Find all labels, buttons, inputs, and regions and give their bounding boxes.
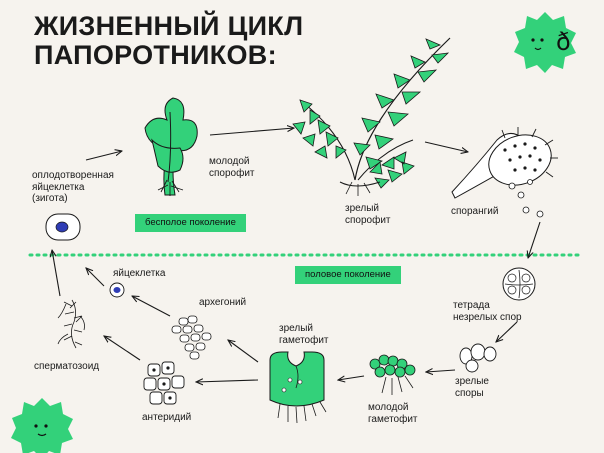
sperm-icon	[57, 299, 85, 349]
label-young-gametophyte: молодой гаметофит	[368, 402, 418, 425]
label-mature-spores: зрелые споры	[455, 376, 489, 399]
logo-badge-icon	[514, 12, 576, 73]
label-zygote: оплодотворенная яйцеклетка (зигота)	[32, 170, 114, 204]
cycle-arrows	[52, 128, 541, 382]
sexual-generation-badge: половое поколение	[295, 266, 401, 284]
mature-spores-icon	[459, 343, 497, 373]
title-line-2: ПАПОРОТНИКОВ:	[34, 40, 277, 70]
page-title: ЖИЗНЕННЫЙ ЦИКЛ ПАПОРОТНИКОВ:	[34, 12, 303, 70]
mature-gametophyte-icon	[269, 351, 327, 424]
label-sperm: сперматозоид	[34, 361, 100, 372]
label-archegonium: архегоний	[199, 297, 247, 308]
mascot-badge-icon	[11, 398, 73, 453]
logo-glyph: ð	[556, 28, 571, 56]
asexual-generation-badge: бесполое поколение	[135, 214, 246, 232]
tetrad-icon	[502, 267, 536, 301]
label-sporangium: спорангий	[451, 206, 499, 217]
label-mature-sporophyte: зрелый спорофит	[345, 203, 391, 226]
label-tetrad: тетрада незрелых спор	[453, 300, 522, 323]
antheridium-icon	[143, 361, 185, 405]
archegonium-icon	[171, 315, 212, 360]
label-antheridium: антеридий	[142, 412, 192, 423]
label-young-sporophyte: молодой спорофит	[209, 156, 255, 179]
zygote-icon	[45, 213, 81, 241]
young-sporophyte-icon	[144, 97, 198, 196]
egg-cell-icon	[109, 282, 125, 298]
young-gametophyte-icon	[369, 354, 416, 395]
title-line-1: ЖИЗНЕННЫЙ ЦИКЛ	[34, 11, 304, 41]
label-mature-gametophyte: зрелый гаметофит	[279, 323, 329, 346]
label-egg: яйцеклетка	[113, 268, 166, 279]
mature-sporophyte-icon	[292, 37, 451, 196]
sporangium-icon	[451, 127, 558, 218]
